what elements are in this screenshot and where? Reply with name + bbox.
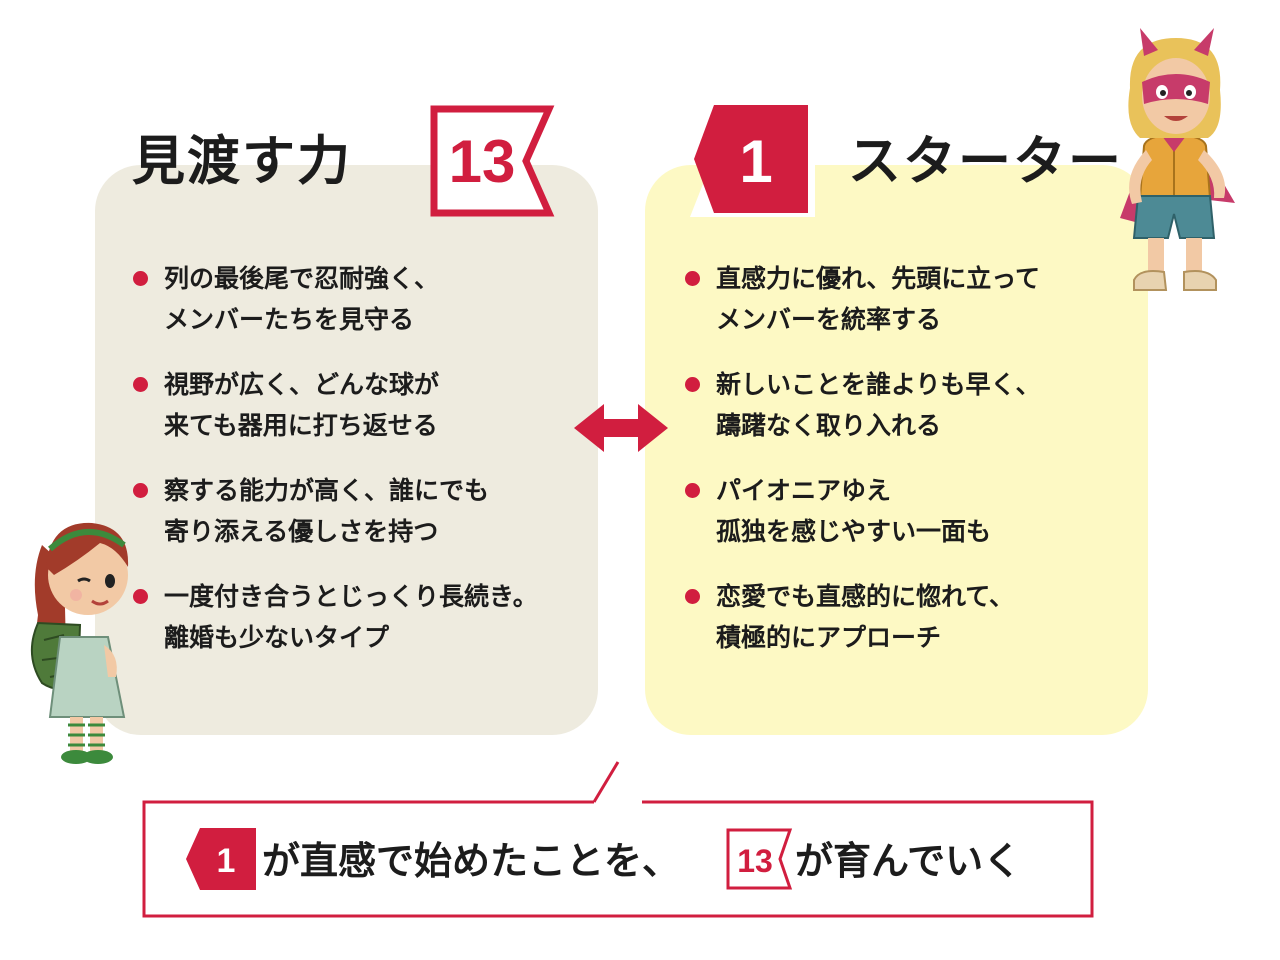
item-line: パイオニアゆえ (716, 476, 892, 505)
item-line: 寄り添える優しさを持つ (164, 517, 439, 546)
list-item: 一度付き合うとじっくり長続き。離婚も少ないタイプ (133, 576, 593, 658)
item-line: 離婚も少ないタイプ (164, 623, 390, 652)
item-line: 視野が広く、どんな球が (164, 370, 440, 399)
item-line: 列の最後尾で忍耐強く、 (164, 264, 440, 293)
item-line: 新しいことを誰よりも早く、 (716, 370, 1041, 399)
bullet-icon (133, 589, 148, 604)
bullet-icon (133, 377, 148, 392)
left-title: 見渡す力 (132, 131, 352, 192)
summary-badge-number-13: 13 (737, 843, 773, 879)
right-title: スターター (848, 131, 1123, 192)
item-line: 来ても器用に打ち返せる (164, 411, 438, 440)
item-line: 察する能力が高く、誰にでも (164, 476, 490, 505)
bullet-icon (685, 483, 700, 498)
left-panel (95, 165, 598, 735)
list-item: 視野が広く、どんな球が来ても器用に打ち返せる (133, 364, 593, 446)
summary-text-end: が育んでいく (795, 839, 1022, 883)
bullet-icon (685, 377, 700, 392)
summary-box (142, 760, 1094, 918)
right-trait-list: 直感力に優れ、先頭に立ってメンバーを統率する 新しいことを誰よりも早く、躊躇なく… (685, 258, 1145, 682)
item-line: メンバーたちを見守る (164, 305, 415, 334)
bullet-icon (133, 271, 148, 286)
left-badge-number: 13 (449, 128, 516, 195)
list-item: 察する能力が高く、誰にでも寄り添える優しさを持つ (133, 470, 593, 552)
right-panel (645, 165, 1148, 735)
item-line: 恋愛でも直感的に惚れて、 (716, 582, 1015, 611)
left-trait-list: 列の最後尾で忍耐強く、メンバーたちを見守る 視野が広く、どんな球が来ても器用に打… (133, 258, 593, 682)
item-line: 躊躇なく取り入れる (716, 411, 942, 440)
list-item: 恋愛でも直感的に惚れて、積極的にアプローチ (685, 576, 1145, 658)
summary-badge-number-1: 1 (217, 842, 236, 880)
superhero-girl-illustration (1120, 28, 1235, 291)
list-item: 列の最後尾で忍耐強く、メンバーたちを見守る (133, 258, 593, 340)
bullet-icon (685, 271, 700, 286)
left-badge-13: 13 (430, 105, 555, 217)
item-line: 積極的にアプローチ (716, 623, 942, 652)
item-line: 孤独を感じやすい一面も (716, 517, 992, 546)
summary-text-start: が直感で始めたことを、 (262, 839, 681, 883)
right-badge-1: 1 (690, 105, 815, 217)
bullet-icon (685, 589, 700, 604)
item-line: メンバーを統率する (716, 305, 942, 334)
bullet-icon (133, 483, 148, 498)
list-item: 直感力に優れ、先頭に立ってメンバーを統率する (685, 258, 1145, 340)
item-line: 直感力に優れ、先頭に立って (716, 264, 1041, 293)
double-arrow-icon (574, 404, 668, 452)
right-badge-number: 1 (739, 128, 772, 195)
list-item: 新しいことを誰よりも早く、躊躇なく取り入れる (685, 364, 1145, 446)
list-item: パイオニアゆえ孤独を感じやすい一面も (685, 470, 1145, 552)
item-line: 一度付き合うとじっくり長続き。 (164, 582, 538, 611)
turtle-girl-illustration (30, 522, 129, 764)
summary-badge-13: 13 (726, 828, 793, 890)
summary-badge-1: 1 (186, 828, 256, 890)
